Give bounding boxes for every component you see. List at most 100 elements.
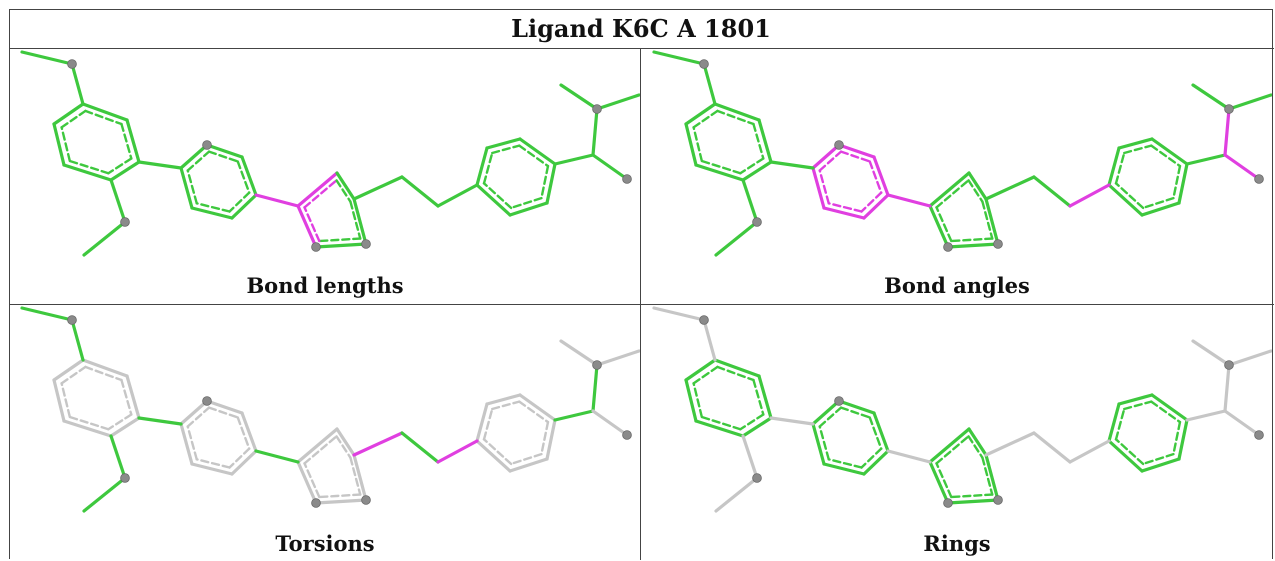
bond xyxy=(684,122,698,167)
atom xyxy=(834,396,844,406)
atom xyxy=(1224,104,1234,114)
aromatic-bond xyxy=(236,160,251,194)
molecule-rings xyxy=(652,306,1272,513)
bond xyxy=(52,122,66,167)
aromatic-bond xyxy=(207,150,239,163)
aromatic-bond xyxy=(68,159,110,175)
bond xyxy=(475,183,512,217)
aromatic-bond xyxy=(860,191,883,213)
bond xyxy=(179,399,209,426)
bond xyxy=(62,163,113,182)
bond xyxy=(436,183,479,208)
aromatic-bond xyxy=(186,169,198,205)
bond xyxy=(70,318,85,362)
bond xyxy=(70,62,85,106)
bond xyxy=(652,50,706,66)
bond xyxy=(400,431,440,464)
aromatic-bond xyxy=(60,126,72,163)
atom xyxy=(752,473,762,483)
bond xyxy=(595,93,640,111)
bond xyxy=(475,402,489,443)
aromatic-bond xyxy=(950,493,994,499)
aromatic-bond xyxy=(84,365,123,382)
aromatic-bond xyxy=(491,144,521,155)
atom xyxy=(311,498,321,508)
bond xyxy=(1068,439,1111,464)
bond xyxy=(109,416,141,438)
atom xyxy=(752,217,762,227)
bond xyxy=(559,339,599,367)
bond xyxy=(886,193,932,208)
bond xyxy=(559,83,599,111)
bond xyxy=(352,431,404,457)
bond xyxy=(694,163,745,182)
row-divider xyxy=(10,304,1274,305)
atom xyxy=(120,217,130,227)
bond xyxy=(591,153,629,181)
aromatic-bond xyxy=(935,462,953,499)
bond xyxy=(314,498,368,505)
bond xyxy=(967,171,988,201)
bond xyxy=(545,418,557,461)
atom xyxy=(943,242,953,252)
bond xyxy=(352,453,368,502)
bond xyxy=(179,143,209,170)
bond xyxy=(684,358,717,382)
aromatic-bond xyxy=(335,179,352,203)
atom xyxy=(361,239,371,249)
bond xyxy=(591,107,599,157)
bond xyxy=(1117,393,1154,406)
aromatic-bond xyxy=(68,415,110,431)
atom xyxy=(202,396,212,406)
aromatic-bond xyxy=(107,157,133,175)
bond xyxy=(837,399,876,415)
aromatic-bond xyxy=(107,413,133,431)
bond xyxy=(1068,183,1111,208)
atom xyxy=(67,59,77,69)
bond xyxy=(822,462,866,476)
bond xyxy=(741,160,773,182)
bond xyxy=(928,427,971,464)
bond xyxy=(769,160,815,170)
bond xyxy=(20,306,74,322)
aromatic-bond xyxy=(120,122,133,160)
aromatic-bond xyxy=(967,179,984,203)
aromatic-bond xyxy=(981,456,994,496)
bond xyxy=(335,427,356,457)
bond xyxy=(872,411,890,453)
bond xyxy=(109,434,127,480)
aromatic-bond xyxy=(482,151,494,185)
aromatic-bond xyxy=(482,182,513,210)
aromatic-bond xyxy=(716,109,755,126)
bond xyxy=(811,143,841,170)
bond xyxy=(240,411,258,453)
bond xyxy=(769,416,815,426)
bond xyxy=(1227,93,1272,111)
aromatic-bond xyxy=(60,382,72,419)
bond xyxy=(1223,409,1261,437)
atom xyxy=(622,430,632,440)
aromatic-bond xyxy=(186,425,198,461)
bond xyxy=(485,137,522,150)
aromatic-bond xyxy=(692,126,704,163)
bond xyxy=(1107,146,1121,187)
bond xyxy=(984,197,1000,246)
aromatic-bond xyxy=(827,202,863,213)
bond xyxy=(436,439,479,464)
bond xyxy=(82,476,127,513)
aromatic-bond xyxy=(303,462,321,499)
bond xyxy=(1185,409,1227,422)
bond xyxy=(928,204,950,249)
bond xyxy=(1191,83,1231,111)
aromatic-bond xyxy=(60,365,87,385)
atom xyxy=(1254,430,1264,440)
bond xyxy=(984,175,1036,201)
aromatic-bond xyxy=(228,191,251,213)
aromatic-bond xyxy=(692,365,719,385)
molecule-torsions xyxy=(20,306,640,513)
bond xyxy=(1227,349,1272,367)
atom xyxy=(361,495,371,505)
bond xyxy=(205,143,244,159)
bond xyxy=(82,220,127,257)
panel-label: Rings xyxy=(923,531,991,556)
